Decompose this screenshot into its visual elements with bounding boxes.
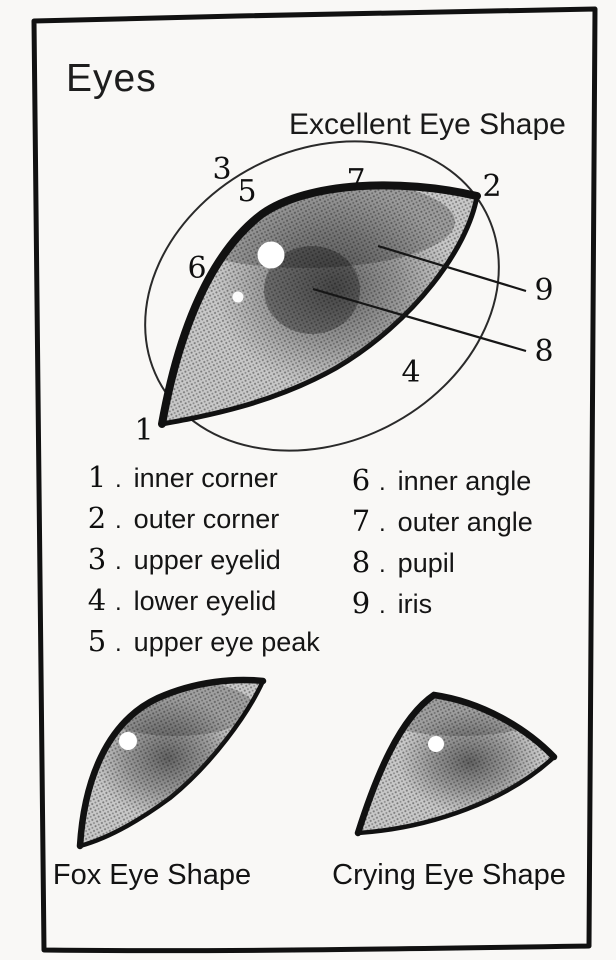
legend-item-upper-eye-peak: 5 . upper eye peak: [86, 624, 320, 665]
legend-number: 1: [87, 460, 107, 494]
legend-separator: .: [115, 548, 122, 575]
legend-label: inner angle: [397, 466, 532, 496]
legend-label: outer angle: [397, 507, 533, 537]
legend-item-outer-corner: 2 . outer corner: [86, 501, 320, 542]
crying-eye-highlight: [428, 736, 444, 752]
callout-number-2: 2: [482, 169, 502, 204]
legend-label: lower eyelid: [133, 586, 277, 616]
legend-label: iris: [397, 589, 433, 619]
fox-eye-shape-label: Fox Eye Shape: [52, 859, 252, 891]
legend-separator: .: [379, 469, 386, 496]
fox-eye-drawing: [76, 676, 267, 850]
legend-number: 5: [87, 624, 107, 658]
legend-label: inner corner: [133, 463, 278, 493]
legend-separator: .: [379, 510, 386, 537]
callout-number-5: 5: [237, 174, 257, 209]
legend-separator: .: [115, 630, 122, 657]
legend-separator: .: [379, 592, 386, 619]
legend-number: 8: [351, 545, 371, 579]
guide-ellipse: [144, 140, 500, 452]
legend-number: 6: [351, 463, 371, 497]
legend-separator: .: [115, 589, 122, 616]
legend-separator: .: [115, 507, 122, 534]
excellent-eye-drawing: [158, 181, 481, 428]
legend-item-iris: 9 . iris: [350, 586, 533, 627]
legend-number: 7: [351, 504, 371, 538]
callout-number-1: 1: [134, 413, 154, 448]
legend-item-outer-angle: 7 . outer angle: [350, 504, 533, 545]
legend-number: 3: [87, 542, 107, 576]
legend-number: 9: [351, 586, 371, 620]
page-title: Eyes: [66, 57, 157, 100]
callout-number-3: 3: [212, 152, 232, 187]
legend-item-inner-angle: 6 . inner angle: [350, 463, 533, 504]
legend-item-pupil: 8 . pupil: [350, 545, 533, 586]
frame-border: [31, 6, 598, 954]
callout-number-7: 7: [346, 163, 366, 198]
legend-column-left: 1 . inner corner 2 . outer corner 3 . up…: [86, 460, 320, 665]
crying-eye-drawing: [354, 691, 558, 837]
legend-label: upper eyelid: [133, 545, 281, 575]
legend-item-lower-eyelid: 4 . lower eyelid: [86, 583, 320, 624]
fox-eye-highlight: [119, 732, 137, 750]
eye-highlight: [257, 241, 285, 269]
legend-item-upper-eyelid: 3 . upper eyelid: [86, 542, 320, 583]
leader-line-pupil: [312, 287, 527, 353]
callout-number-9: 9: [534, 273, 554, 308]
legend-number: 4: [87, 583, 107, 617]
legend-label: upper eye peak: [133, 627, 320, 657]
legend-column-right: 6 . inner angle 7 . outer angle 8 . pupi…: [350, 463, 533, 627]
legend-item-inner-corner: 1 . inner corner: [86, 460, 320, 501]
eye-sparkle: [232, 291, 244, 303]
crying-eye-shape-label: Crying Eye Shape: [332, 859, 566, 891]
legend-separator: .: [379, 551, 386, 578]
callout-number-8: 8: [534, 334, 554, 369]
callout-number-4: 4: [401, 355, 421, 390]
legend-label: pupil: [397, 548, 455, 578]
excellent-eye-shape-heading: Excellent Eye Shape: [289, 108, 566, 141]
legend-separator: .: [115, 466, 122, 493]
callout-number-6: 6: [187, 251, 207, 286]
legend-label: outer corner: [133, 504, 280, 534]
legend-number: 2: [87, 501, 107, 535]
leader-line-iris: [377, 244, 527, 293]
